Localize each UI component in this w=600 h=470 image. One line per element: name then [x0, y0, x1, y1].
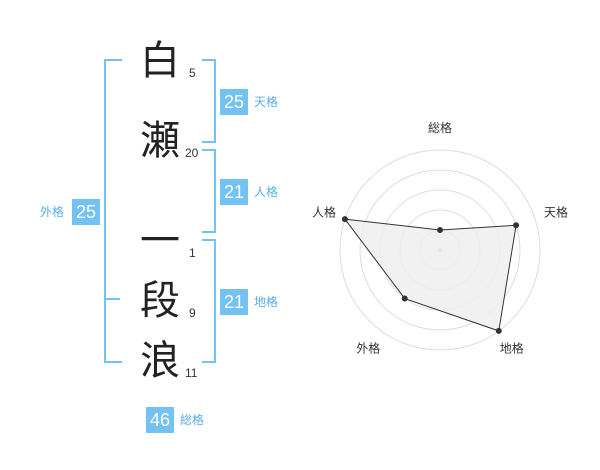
radar-point-0 [437, 227, 443, 233]
stroke-count-4: 9 [189, 306, 196, 320]
name-char-3: 一 [140, 218, 180, 264]
chikaku-bracket [202, 239, 216, 363]
name-char-5: 浪 [140, 338, 180, 384]
radar-axis-label-0: 総格 [428, 120, 452, 135]
radar-data-polygon [343, 218, 517, 332]
chikaku-label: 地格 [254, 295, 279, 309]
stroke-count-2: 20 [185, 146, 199, 160]
radar-axis-label-1: 天格 [544, 204, 568, 219]
chikaku-value: 21 [220, 289, 248, 315]
name-char-2: 瀬 [140, 118, 180, 164]
soukaku-value: 46 [146, 407, 174, 433]
jinkaku-label: 人格 [254, 185, 279, 199]
tenkaku-value: 25 [220, 89, 248, 115]
name-char-4: 段 [140, 278, 180, 324]
radar-point-2 [495, 327, 502, 334]
name-char-1: 白 [140, 38, 180, 84]
radar-ring-5 [339, 149, 541, 351]
gaikaku-value: 25 [72, 199, 100, 225]
radar-points [341, 216, 520, 334]
gaikaku-bracket [104, 59, 122, 363]
tenkaku-label: 天格 [254, 95, 279, 109]
tenkaku-bracket [202, 59, 216, 143]
stroke-count-5: 11 [185, 366, 198, 380]
stroke-count-3: 1 [189, 246, 196, 260]
radar-point-4 [341, 216, 348, 223]
soukaku-label: 総格 [180, 413, 205, 427]
radar-point-1 [513, 222, 520, 229]
radar-axis-label-2: 地格 [500, 341, 524, 356]
radar-axis-label-4: 人格 [312, 204, 336, 219]
stroke-count-1: 5 [189, 66, 196, 80]
gaikaku-label: 外格 [40, 205, 65, 219]
radar-axis-label-3: 外格 [356, 341, 380, 356]
radar-ring-4 [359, 169, 521, 331]
gaikaku-bracket-divider [104, 298, 120, 300]
radar-point-3 [401, 295, 408, 302]
jinkaku-bracket [202, 149, 216, 233]
jinkaku-value: 21 [220, 179, 248, 205]
